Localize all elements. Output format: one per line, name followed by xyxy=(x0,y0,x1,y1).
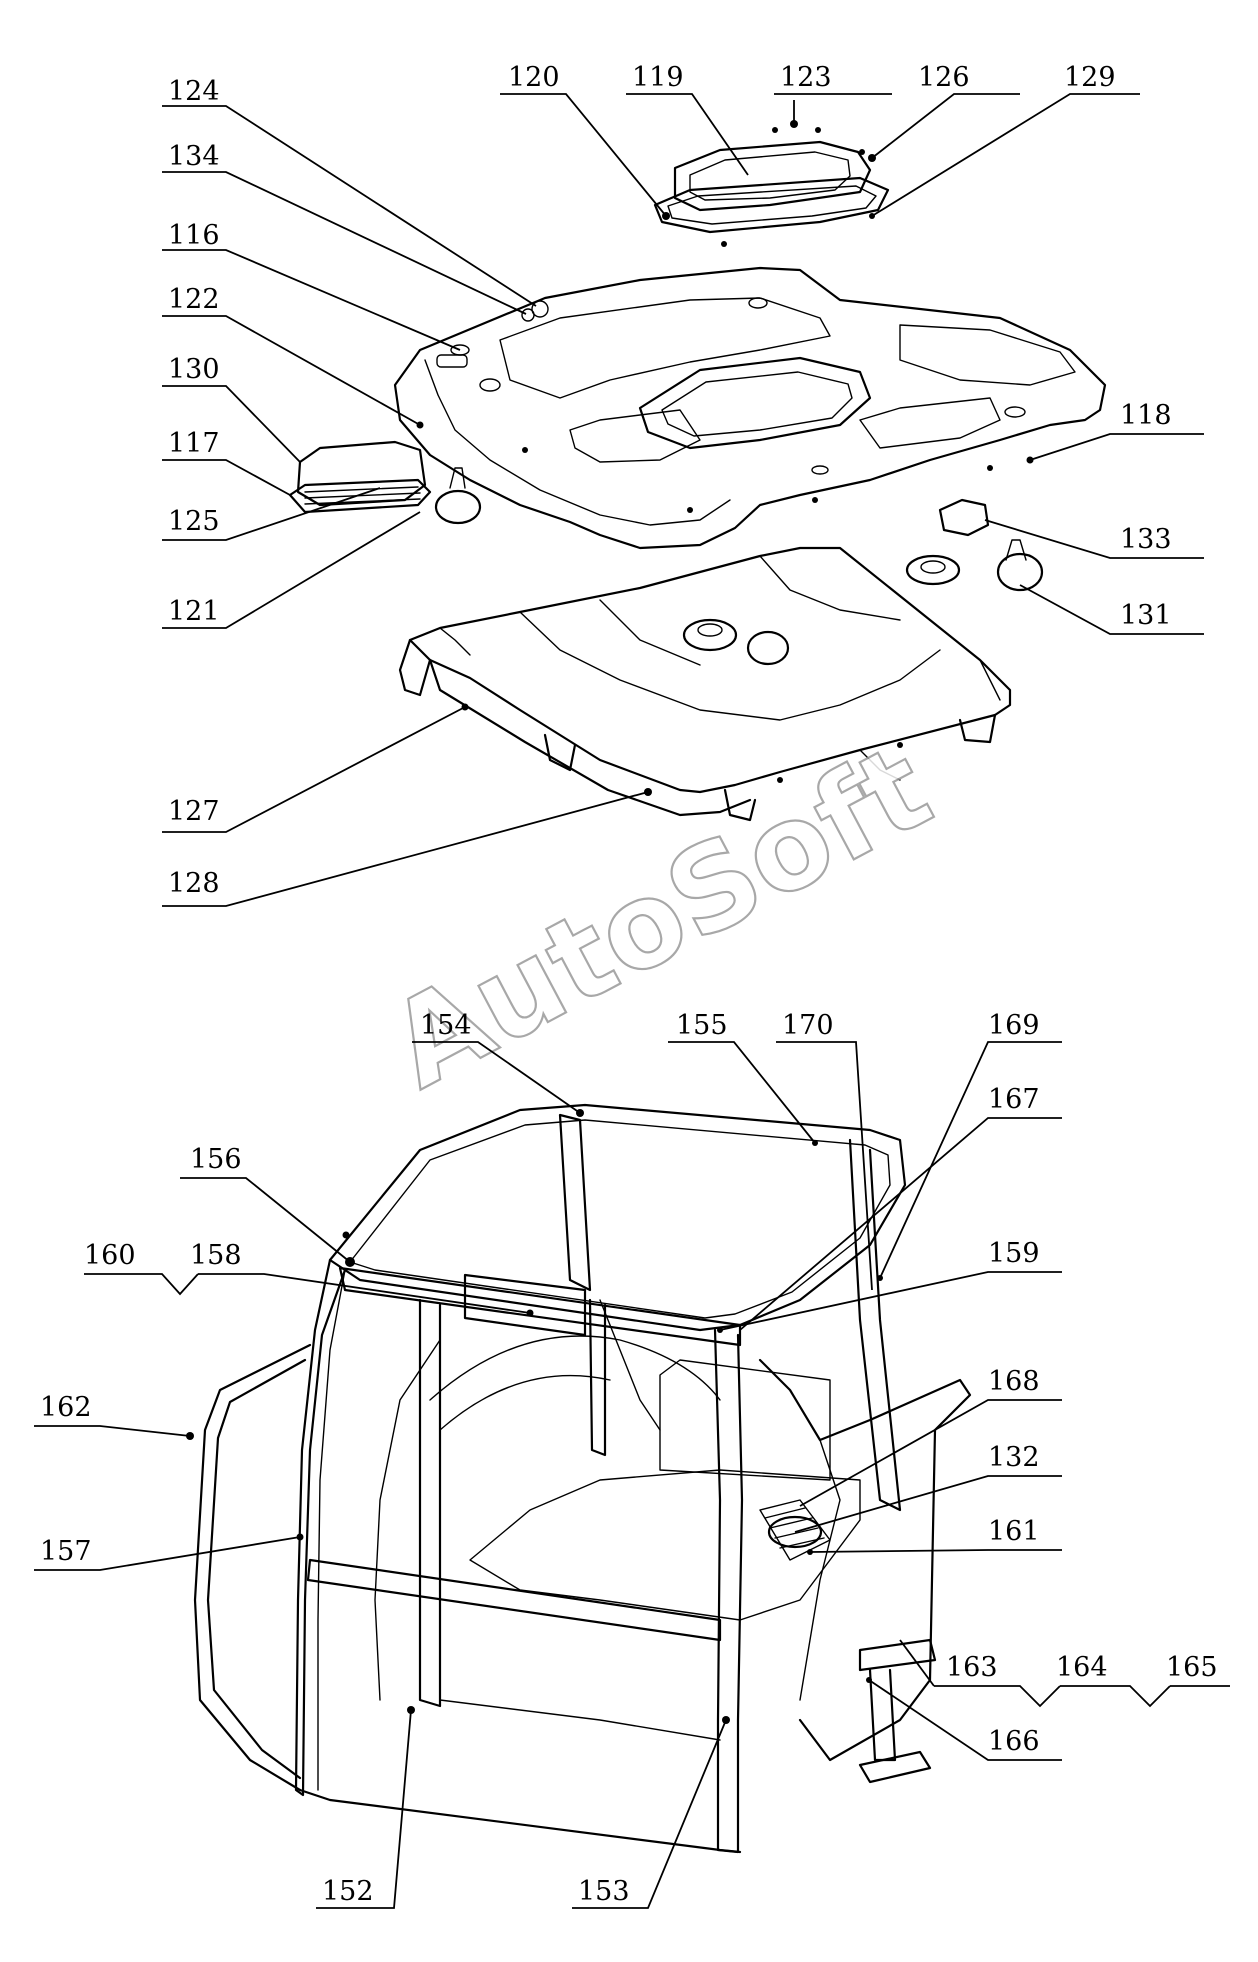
callout-133: 133 xyxy=(1120,524,1172,555)
callout-117: 117 xyxy=(168,428,220,459)
callout-156: 156 xyxy=(190,1144,242,1175)
callout-162: 162 xyxy=(40,1392,92,1423)
callout-130: 130 xyxy=(168,354,220,385)
roof-vent xyxy=(296,440,427,507)
callout-127: 127 xyxy=(168,796,220,827)
callout-134: 134 xyxy=(168,141,220,172)
watermark: AutoSoft xyxy=(368,717,951,1114)
callout-125: 125 xyxy=(168,506,220,537)
callout-132: 132 xyxy=(988,1442,1040,1473)
callout-158: 158 xyxy=(190,1240,242,1271)
callout-131: 131 xyxy=(1120,600,1172,631)
callouts-lower: 154 155 170 169 167 156 160 158 159 162 … xyxy=(34,1010,1230,1909)
callout-160: 160 xyxy=(84,1240,136,1271)
callout-165: 165 xyxy=(1166,1652,1218,1683)
callout-152: 152 xyxy=(322,1876,374,1907)
roof-small-parts xyxy=(288,300,1044,592)
cab-frame xyxy=(186,1103,972,1854)
callouts-upper-right: 120 119 123 126 129 118 133 131 xyxy=(500,62,1204,635)
callout-123: 123 xyxy=(780,62,832,93)
callout-170: 170 xyxy=(782,1010,834,1041)
callout-169: 169 xyxy=(988,1010,1040,1041)
upper-frame xyxy=(398,546,1012,822)
callout-159: 159 xyxy=(988,1238,1040,1269)
callout-124: 124 xyxy=(168,76,220,107)
left-front-post xyxy=(294,1258,347,1797)
cab-floor xyxy=(469,1469,861,1621)
callout-116: 116 xyxy=(168,220,220,251)
callout-161: 161 xyxy=(988,1516,1040,1547)
callout-126: 126 xyxy=(918,62,970,93)
upper-frame-tube xyxy=(408,546,1012,794)
callout-166: 166 xyxy=(988,1726,1040,1757)
hatch-frame xyxy=(653,176,890,234)
callouts-upper-left: 124 134 116 122 130 117 125 121 127 128 xyxy=(162,76,649,907)
callout-153: 153 xyxy=(578,1876,630,1907)
callout-163: 163 xyxy=(946,1652,998,1683)
callout-118: 118 xyxy=(1120,400,1172,431)
callout-129: 129 xyxy=(1064,62,1116,93)
callout-168: 168 xyxy=(988,1366,1040,1397)
callout-155: 155 xyxy=(676,1010,728,1041)
callout-167: 167 xyxy=(988,1084,1040,1115)
callout-157: 157 xyxy=(40,1536,92,1567)
callout-154: 154 xyxy=(420,1010,472,1041)
callout-122: 122 xyxy=(168,284,220,315)
vent-grille xyxy=(288,478,432,514)
hatch-assembly xyxy=(653,120,890,247)
callout-120: 120 xyxy=(508,62,560,93)
roof-skylight-recess xyxy=(638,356,872,450)
cab-roof-ring xyxy=(328,1103,907,1332)
roof-shell xyxy=(393,266,1107,550)
roof-assembly xyxy=(393,266,1107,550)
callout-128: 128 xyxy=(168,868,220,899)
callout-164: 164 xyxy=(1056,1652,1108,1683)
left-handle-loop xyxy=(193,1343,312,1792)
callout-121: 121 xyxy=(168,596,220,627)
right-front-post xyxy=(713,1328,744,1854)
callout-119: 119 xyxy=(632,62,684,93)
